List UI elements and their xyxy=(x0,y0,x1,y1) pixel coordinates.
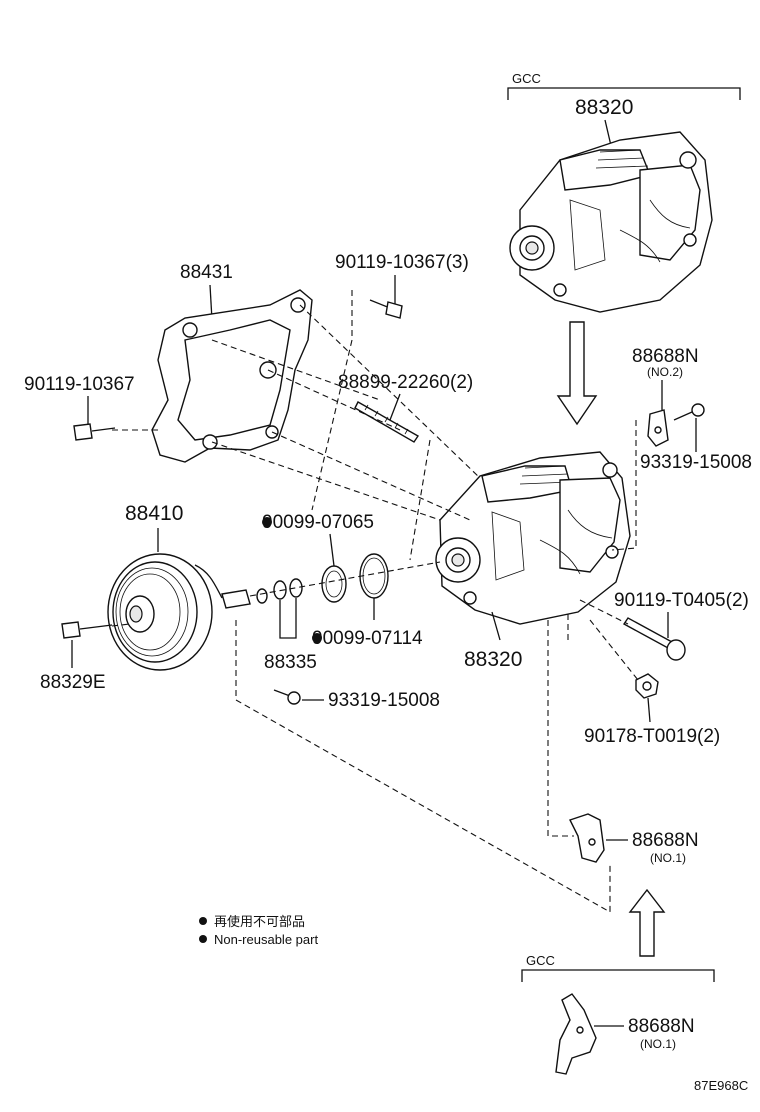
gcc-bracket-bottom xyxy=(521,969,715,982)
part-number-88320-mid[interactable]: 88320 xyxy=(464,648,522,671)
no2-label: (NO.2) xyxy=(647,365,683,379)
stud-88899-22260-illustration xyxy=(354,401,419,443)
part-number-93319-15008-left[interactable]: 93319-15008 xyxy=(328,690,440,711)
compressor-top-illustration xyxy=(509,131,713,313)
bolt-90119-10367-illustration xyxy=(73,423,116,441)
part-number-88410[interactable]: 88410 xyxy=(125,502,183,525)
part-number-93319-15008-right[interactable]: 93319-15008 xyxy=(640,452,752,473)
part-number-90099-07114[interactable]: 90099-07114 xyxy=(312,628,423,649)
part-number-90119-10367-3[interactable]: 90119-10367(3) xyxy=(335,252,469,273)
arrow-down-icon xyxy=(556,321,598,426)
compressor-mid-illustration xyxy=(435,451,631,625)
part-number-88899-22260-2[interactable]: 88899-22260(2) xyxy=(338,372,473,393)
gcc-label-bottom: GCC xyxy=(526,953,555,968)
bracket-88431-illustration xyxy=(151,289,313,463)
non-reusable-mark xyxy=(312,633,322,643)
part-number-90119-10367[interactable]: 90119-10367 xyxy=(24,374,135,395)
legend-item-jp: 再使用不可部品 xyxy=(214,914,305,929)
legend-bullet xyxy=(199,917,207,925)
non-reusable-mark xyxy=(262,517,272,527)
legend-item-en: Non-reusable part xyxy=(214,932,318,947)
part-number-90119-t0405-2[interactable]: 90119-T0405(2) xyxy=(614,590,749,611)
legend-bullet xyxy=(199,935,207,943)
assembly-dashed-lines xyxy=(111,290,639,913)
part-number-88688n-no2[interactable]: 88688N xyxy=(632,346,699,367)
part-number-88335[interactable]: 88335 xyxy=(264,652,317,673)
part-number-88688n-no1-a[interactable]: 88688N xyxy=(632,830,699,851)
part-number-90099-07065[interactable]: 90099-07065 xyxy=(262,512,374,533)
nut-90178-t0019-illustration xyxy=(635,673,659,699)
bolt-88329e-illustration xyxy=(61,621,113,639)
arrow-up-icon xyxy=(628,888,666,957)
bracket-88688n-no1-a-illustration xyxy=(569,813,605,863)
bracket-88688n-no2-illustration xyxy=(647,409,669,447)
diagram-code: 87E968C xyxy=(694,1078,748,1093)
gcc-label-top: GCC xyxy=(512,71,541,86)
part-number-88320-top[interactable]: 88320 xyxy=(575,96,633,119)
bolt-90119-10367-3-illustration xyxy=(369,299,403,319)
bolt-93319-15008-left-illustration xyxy=(273,689,301,705)
no1-label-a: (NO.1) xyxy=(650,851,686,865)
pulley-88410-illustration xyxy=(107,553,251,671)
part-number-88329e[interactable]: 88329E xyxy=(40,672,106,693)
o-rings-88335-illustration xyxy=(256,578,303,604)
gasket-90099-07065-illustration xyxy=(321,565,347,603)
legend: 再使用不可部品 Non-reusable part xyxy=(199,914,318,947)
no1-label-b: (NO.1) xyxy=(640,1037,676,1051)
part-number-88688n-no1-b[interactable]: 88688N xyxy=(628,1016,695,1037)
part-number-88431[interactable]: 88431 xyxy=(180,262,233,283)
bolt-90119-t0405-illustration xyxy=(622,617,686,661)
bracket-88688n-no1-b-illustration xyxy=(555,993,597,1075)
gcc-bracket-top xyxy=(507,87,741,100)
bolt-93319-15008-right-illustration xyxy=(673,403,705,421)
part-number-90178-t0019-2[interactable]: 90178-T0019(2) xyxy=(584,726,720,747)
